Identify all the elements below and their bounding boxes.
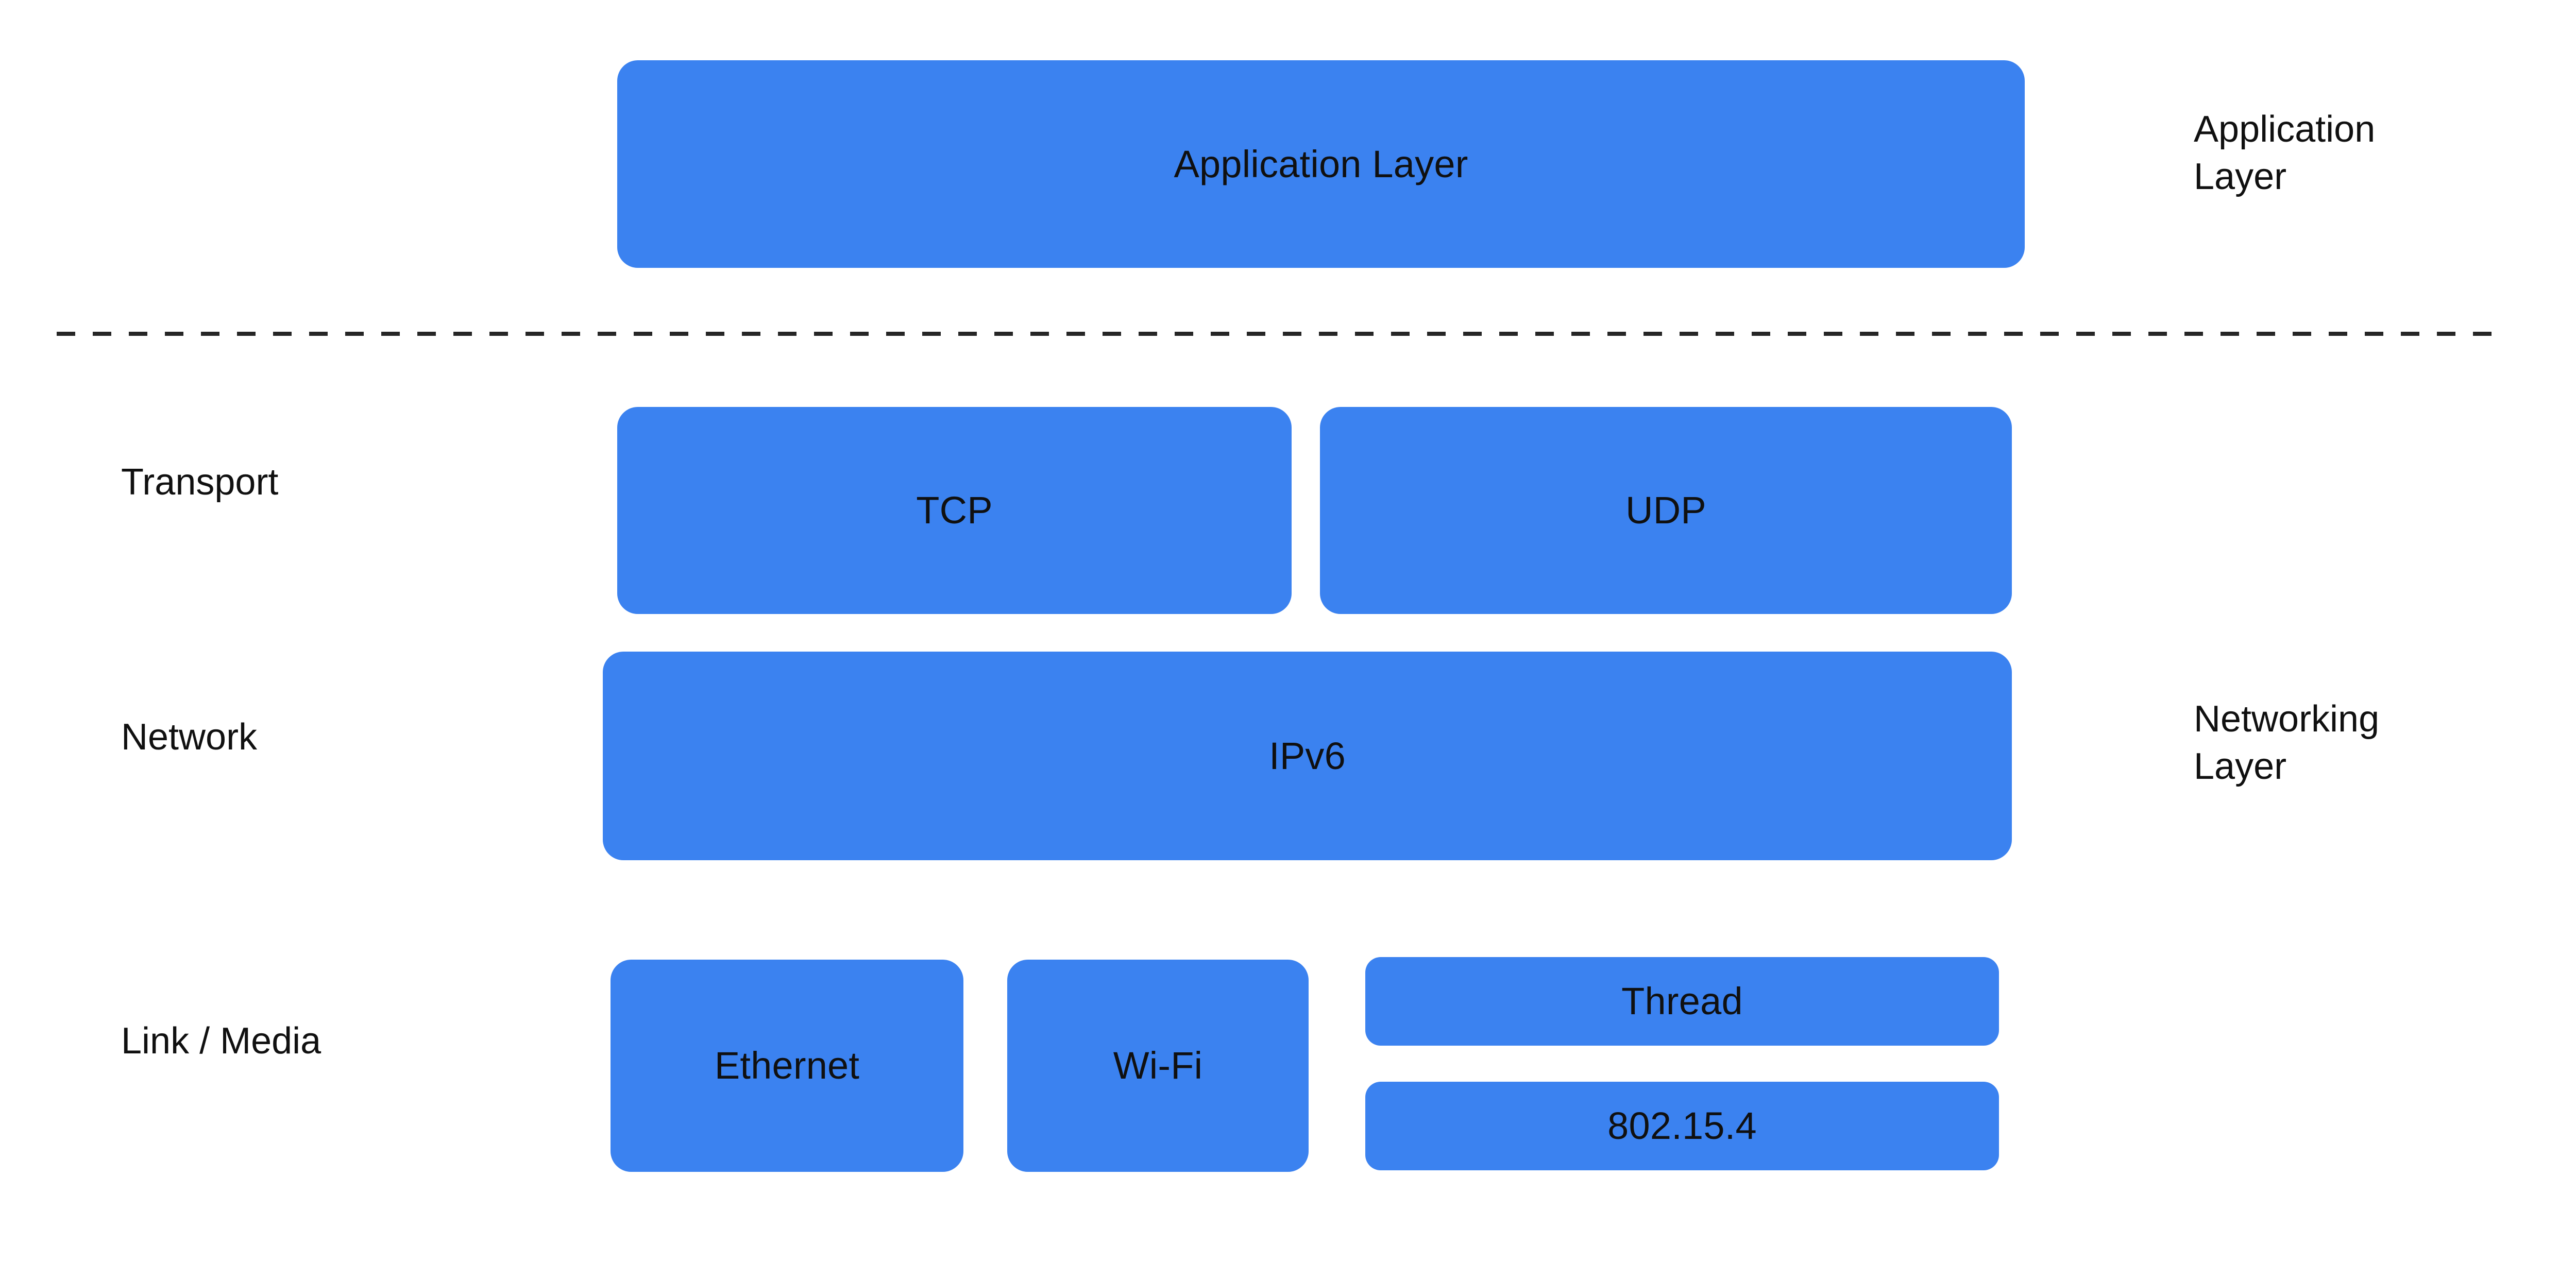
protocol-box-802-15-4[interactable]: 802.15.4: [1365, 1082, 1999, 1170]
row-label-transport: Transport: [121, 462, 279, 503]
protocol-box-label-thread: Thread: [1621, 980, 1743, 1022]
protocol-box-label-wifi: Wi-Fi: [1113, 1044, 1203, 1087]
protocol-box-label-802-15-4: 802.15.4: [1607, 1104, 1757, 1147]
row-label-link-media: Link / Media: [121, 1020, 321, 1062]
protocol-box-label-tcp: TCP: [916, 489, 993, 532]
protocol-box-thread[interactable]: Thread: [1365, 957, 1999, 1046]
dashed-divider: [57, 332, 2509, 336]
protocol-box-ipv6[interactable]: IPv6: [603, 652, 2012, 860]
protocol-box-application-layer[interactable]: Application Layer: [617, 60, 2025, 268]
protocol-box-label-ipv6: IPv6: [1269, 734, 1346, 777]
group-label-networking-layer: Networking Layer: [2194, 698, 2380, 788]
row-label-network: Network: [121, 717, 258, 758]
protocol-box-label-ethernet: Ethernet: [714, 1044, 860, 1087]
protocol-box-label-application-layer: Application Layer: [1174, 142, 1468, 185]
protocol-box-ethernet[interactable]: Ethernet: [611, 960, 963, 1172]
protocol-box-wifi[interactable]: Wi-Fi: [1007, 960, 1309, 1172]
protocol-box-udp[interactable]: UDP: [1320, 407, 2012, 614]
group-label-application-layer: Application Layer: [2194, 109, 2376, 198]
protocol-box-tcp[interactable]: TCP: [617, 407, 1292, 614]
protocol-box-label-udp: UDP: [1625, 489, 1706, 532]
